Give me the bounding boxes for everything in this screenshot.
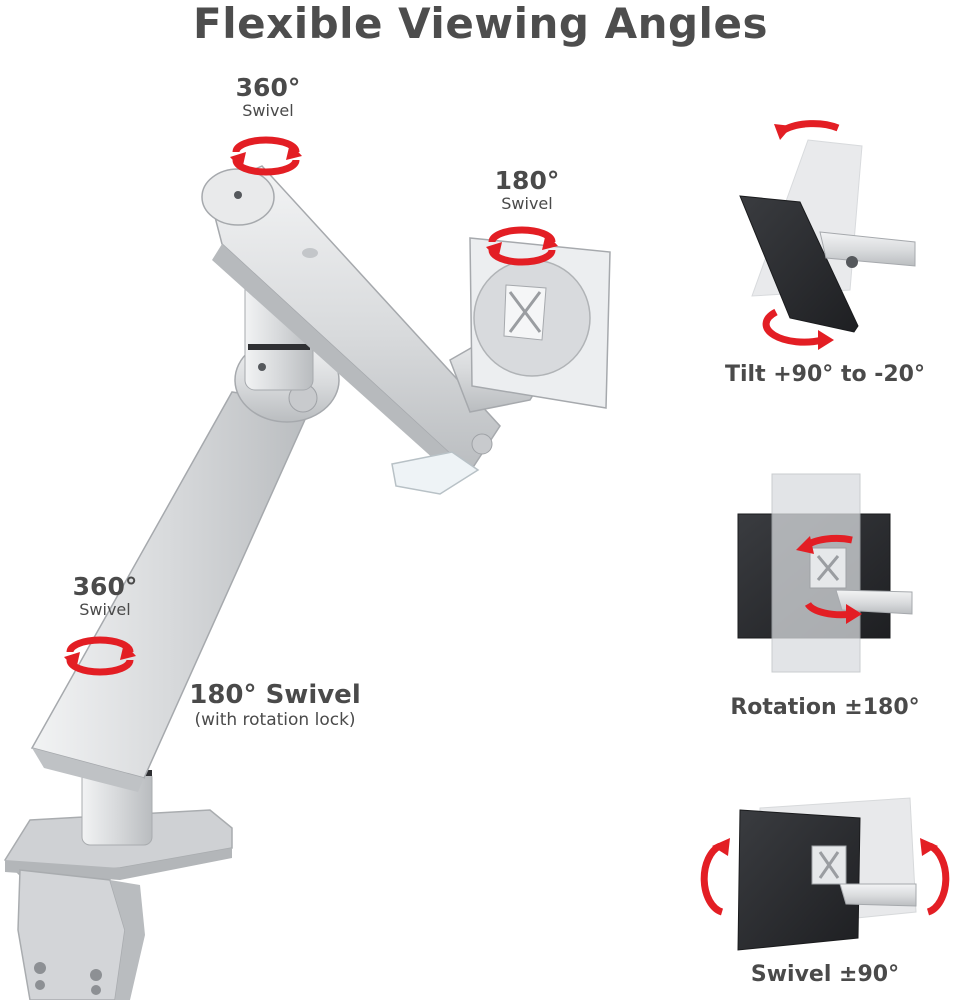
top-swivel-label: Swivel [242, 101, 294, 120]
rotation-arrow-icon [64, 136, 558, 676]
base-swivel-note: (with rotation lock) [194, 710, 356, 730]
base-swivel-label: 180° Swivel [189, 680, 361, 710]
lower-swivel-degree: 360° [72, 572, 138, 601]
rotation-caption: Rotation ±180° [730, 695, 920, 720]
base-swivel-callout: 180° Swivel (with rotation lock) [170, 680, 380, 730]
page-title: Flexible Viewing Angles [193, 0, 768, 48]
swivel-caption: Swivel ±90° [750, 962, 900, 987]
monitor-arm-illustration [4, 165, 611, 1000]
tilt-caption: Tilt +90° to -20° [724, 362, 925, 387]
top-swivel-degree: 360° [235, 73, 301, 102]
lower-swivel-label: Swivel [79, 600, 131, 619]
swivel-panel-illustration [700, 797, 950, 951]
head-swivel-callout: 180° Swivel [477, 167, 577, 213]
rotation-panel-illustration [737, 473, 913, 673]
lower-swivel-callout: 360° Swivel [55, 573, 155, 619]
head-swivel-label: Swivel [501, 194, 553, 213]
tilt-panel-illustration [739, 120, 916, 350]
top-swivel-callout: 360° Swivel [218, 74, 318, 120]
head-swivel-degree: 180° [494, 166, 560, 195]
